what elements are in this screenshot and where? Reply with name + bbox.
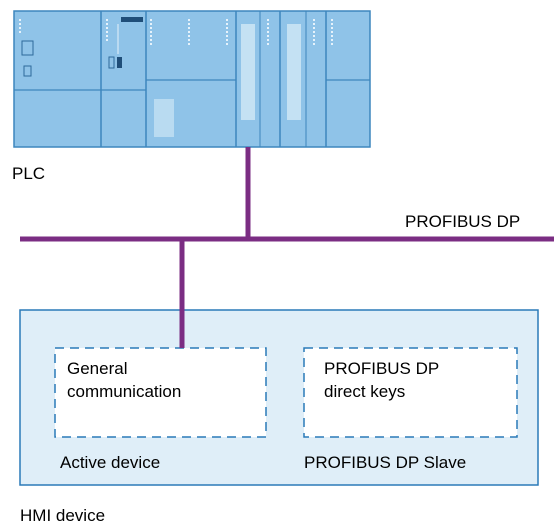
profibus-bus (20, 147, 554, 348)
hmi-device-label: HMI device (20, 506, 106, 525)
direct-keys-text: PROFIBUS DP direct keys (324, 359, 440, 401)
plc-rack (13, 10, 371, 148)
profibus-dp-slave-label: PROFIBUS DP Slave (304, 453, 467, 472)
profibus-dp-label: PROFIBUS DP (405, 212, 521, 231)
general-communication-box (54, 347, 267, 438)
plc-label: PLC (12, 164, 46, 183)
active-device-label: Active device (60, 453, 161, 472)
direct-keys-box (303, 347, 518, 438)
general-communication-text: General communication (67, 359, 182, 401)
